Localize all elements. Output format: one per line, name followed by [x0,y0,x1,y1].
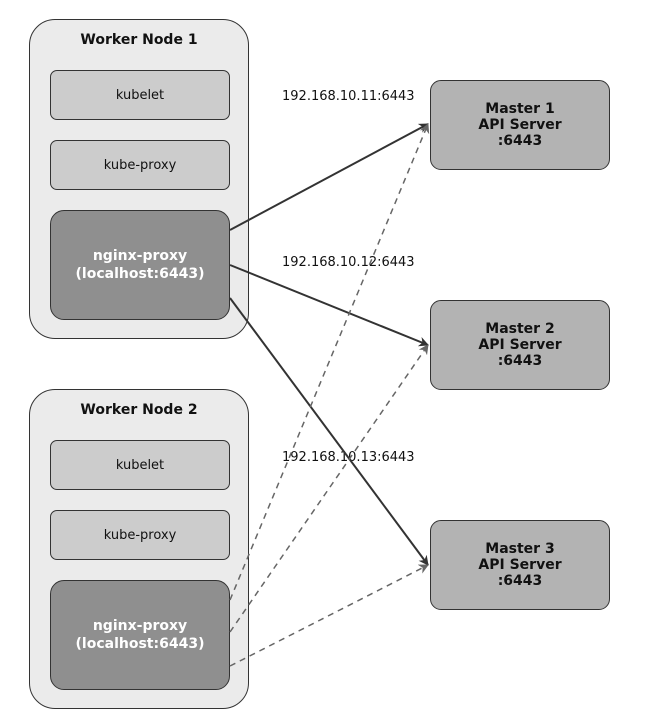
worker-2-nginx-proxy: nginx-proxy (localhost:6443) [50,580,230,690]
master-1-role: API Server [478,117,562,133]
worker-2-nginx-proxy-address: (localhost:6443) [75,636,205,652]
arrow-worker-1-to-master-3 [229,297,429,566]
arrow-worker-1-to-master-1 [229,123,429,231]
worker-1-nginx-proxy-name: nginx-proxy [92,248,188,264]
worker-node-2-title: Worker Node 2 [80,402,198,418]
worker-1-nginx-proxy: nginx-proxy (localhost:6443) [50,210,230,320]
worker-2-kube-proxy: kube-proxy [50,510,230,560]
master-3-port: :6443 [497,573,543,589]
edge-label-master-2: 192.168.10.12:6443 [282,255,415,270]
worker-1-nginx-proxy-address: (localhost:6443) [75,266,205,282]
arrow-worker-1-to-master-2 [229,264,429,347]
master-1-title: Master 1 [485,101,555,117]
master-1-api-server: Master 1 API Server :6443 [430,80,610,170]
master-3-title: Master 3 [485,541,555,557]
master-3-api-server: Master 3 API Server :6443 [430,520,610,610]
master-2-api-server: Master 2 API Server :6443 [430,300,610,390]
master-3-role: API Server [478,557,562,573]
worker-2-nginx-proxy-name: nginx-proxy [92,618,188,634]
arrow-worker-2-to-master-2 [229,344,429,633]
worker-1-kube-proxy: kube-proxy [50,140,230,190]
master-2-port: :6443 [497,353,543,369]
master-2-role: API Server [478,337,562,353]
worker-1-kubelet: kubelet [50,70,230,120]
edge-label-master-1: 192.168.10.11:6443 [282,89,415,104]
arrow-worker-2-to-master-3 [229,564,429,667]
arrow-worker-2-to-master-1 [229,123,430,601]
worker-node-1-title: Worker Node 1 [80,32,198,48]
worker-2-kubelet: kubelet [50,440,230,490]
master-2-title: Master 2 [485,321,555,337]
master-1-port: :6443 [497,133,543,149]
